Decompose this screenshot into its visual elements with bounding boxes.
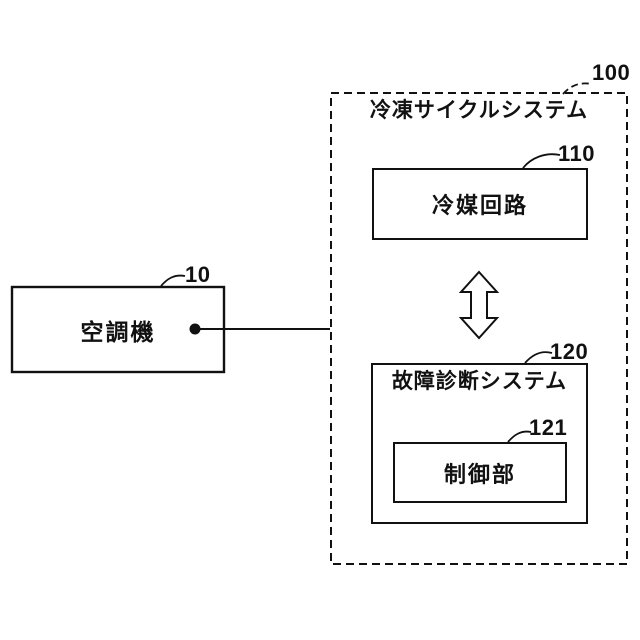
ref-numeral-121: 121 [529,415,568,440]
air-conditioner-box [10,285,226,374]
ref-numeral-120: 120 [550,339,589,364]
leader-line-120 [524,351,553,364]
leader-line-100 [562,82,593,95]
double-arrow-icon [458,270,500,340]
leader-line-121 [507,430,532,443]
control-unit-box [393,442,567,503]
outer-system-dashed-box [330,92,628,565]
connection-dot-icon [189,323,201,335]
ref-numeral-10: 10 [185,262,211,287]
ref-numeral-100: 100 [592,60,631,85]
refrigerant-circuit-label: 冷媒回路 [431,193,528,218]
leader-line-10 [160,274,186,287]
leader-line-110 [522,153,561,169]
refrigerant-circuit-box [372,168,588,240]
outer-system-title: 冷凍サイクルシステム [369,99,589,122]
ref-numeral-110: 110 [558,141,595,166]
fault-diagnosis-system-label: 故障診断システム [391,370,568,393]
air-conditioner-label: 空調機 [80,318,156,345]
control-unit-label: 制御部 [443,461,516,487]
